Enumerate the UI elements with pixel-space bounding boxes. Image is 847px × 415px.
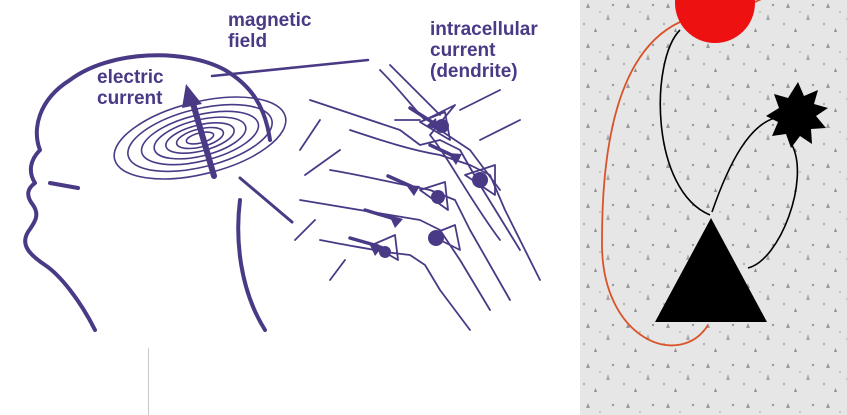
circuit-diagram-panel [580,0,847,415]
circuit-svg [580,0,847,415]
neck-outline [238,200,265,330]
intracellular-current-label: intracellular current (dendrite) [430,19,538,82]
electric-current-label: electric current [97,67,164,109]
pyramidal-neurons [295,65,540,330]
magnetic-field-pointer [212,60,368,76]
neuron-soma [431,190,445,204]
head-neuron-connector [240,178,292,222]
neuron-soma [428,230,444,246]
magnetic-field-label: magnetic field [228,10,311,52]
neuron-soma [472,172,488,188]
electric-current-arrowhead [182,84,202,108]
eye-mark [50,183,78,188]
divider-line [148,348,149,415]
head-meg-illustration: magnetic field electric current intracel… [0,0,580,415]
